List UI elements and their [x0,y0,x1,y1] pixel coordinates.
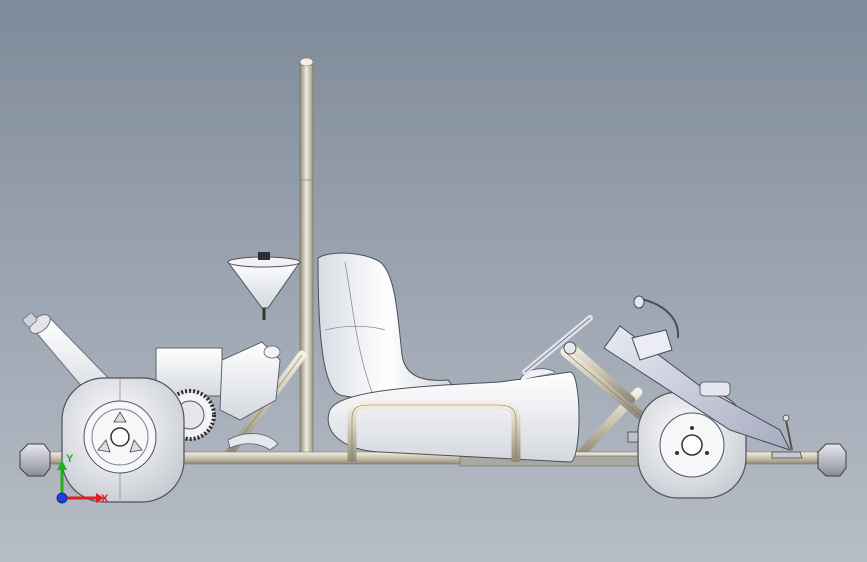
seat-frame[interactable] [347,400,521,462]
air-filter[interactable] [227,252,301,320]
rear-bumper[interactable] [19,443,51,477]
triad-x-arrow [96,493,104,503]
rear-wheel[interactable] [61,377,185,503]
triad-z-axis [56,492,68,504]
pedal-box[interactable] [603,295,803,459]
seat[interactable] [317,252,457,400]
triad-y-arrow [57,460,67,470]
roll-bar[interactable] [299,57,314,461]
front-bumper[interactable] [817,443,847,477]
coordinate-triad: X Y [56,453,109,505]
steering-wheel[interactable] [522,315,636,404]
triad-x-label: X [101,493,109,505]
triad-y-label: Y [66,453,74,465]
